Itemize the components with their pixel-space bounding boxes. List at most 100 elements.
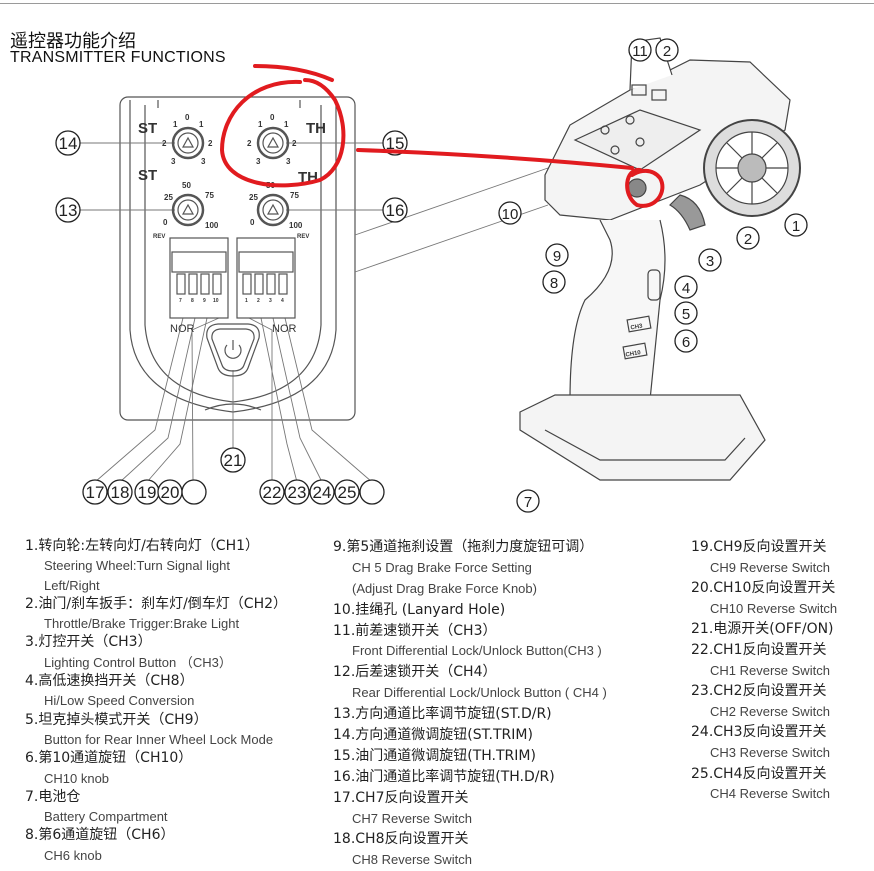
svg-text:CH3: CH3: [630, 323, 644, 331]
dip-switch-left[interactable]: [169, 237, 229, 319]
callout-16: 16: [382, 197, 408, 223]
legend-item-description: CH4 Reverse Switch: [710, 786, 830, 802]
svg-text:11: 11: [632, 43, 648, 60]
callout-13: 13: [55, 197, 81, 223]
svg-text:0: 0: [163, 218, 168, 227]
svg-text:75: 75: [290, 191, 299, 200]
callout-8: 8: [542, 270, 566, 294]
svg-text:9: 9: [203, 298, 206, 304]
th-trim-knob[interactable]: [256, 126, 290, 160]
svg-text:8: 8: [191, 298, 194, 304]
svg-text:75: 75: [205, 191, 214, 200]
st-dr-knob[interactable]: [171, 193, 205, 227]
legend-item: 6.第10通道旋钮（CH10）CH10 knob: [25, 749, 325, 788]
st-trim-knob[interactable]: [171, 126, 205, 160]
svg-text:21: 21: [224, 451, 243, 470]
legend-column-3: 19.CH9反向设置开关 CH9 Reverse Switch 20.CH10反向设…: [691, 537, 874, 805]
callout-20: 20: [157, 479, 183, 505]
legend-item-title: 13.方向通道比率调节旋钮(ST.D/R): [333, 706, 552, 723]
legend-item-description: Battery Compartment: [44, 809, 168, 825]
legend-item-title: 20.CH10反向设置开关: [691, 580, 836, 597]
svg-text:23: 23: [288, 483, 307, 502]
svg-text:8: 8: [550, 275, 558, 292]
svg-text:22: 22: [263, 483, 282, 502]
legend-item-title: 2.油门/刹车扳手：刹车灯/倒车灯（CH2）: [25, 595, 288, 612]
legend-item-title: 18.CH8反向设置开关: [333, 831, 469, 848]
svg-text:19: 19: [138, 483, 157, 502]
legend-item-title: 4.高低速换挡开关（CH8）: [25, 673, 194, 690]
svg-text:5: 5: [682, 306, 690, 323]
svg-text:3: 3: [286, 157, 291, 166]
svg-text:6: 6: [682, 334, 690, 351]
svg-text:TH: TH: [306, 120, 326, 137]
legend-item-title: 21.电源开关(OFF/ON): [691, 621, 834, 638]
callout-21: 21: [220, 447, 246, 473]
svg-text:REV: REV: [153, 234, 165, 240]
callouts: 14 13 15 16 21 17 18 19 20 22 23 24 25 1…: [55, 38, 808, 513]
legend-item: 2.油门/刹车扳手：刹车灯/倒车灯（CH2）Throttle/Brake Tri…: [25, 595, 325, 634]
callout-18: 18: [107, 479, 133, 505]
legend-item-title: 17.CH7反向设置开关: [333, 789, 469, 806]
callout-22: 22: [259, 479, 285, 505]
legend-item-description: Lighting Control Button （CH3）: [44, 654, 232, 670]
svg-text:7: 7: [179, 298, 182, 304]
svg-text:CH10: CH10: [625, 350, 642, 359]
svg-text:1: 1: [245, 298, 248, 304]
svg-text:9: 9: [553, 248, 561, 265]
legend-item: 14.方向通道微调旋钮(ST.TRIM): [333, 725, 678, 746]
legend-item-description: CH2 Reverse Switch: [710, 703, 830, 719]
svg-text:REV: REV: [297, 234, 309, 240]
th-dr-knob[interactable]: [256, 193, 290, 227]
legend-item-title: 7.电池仓: [25, 788, 81, 805]
legend-item-title: 3.灯控开关（CH3）: [25, 634, 152, 651]
svg-text:1: 1: [199, 120, 204, 129]
legend-item-description: Left/Right: [44, 577, 100, 593]
dip-switch-right[interactable]: [236, 237, 296, 319]
svg-text:NOR: NOR: [170, 323, 195, 335]
legend-item: 11.前差速锁开关（CH3）Front Differential Lock/Un…: [333, 621, 678, 663]
callout-23: 23: [284, 479, 310, 505]
callout-1: 1: [784, 213, 808, 237]
legend-item-title: 1.转向轮:左转向灯/右转向灯（CH1）: [25, 538, 260, 554]
svg-text:3: 3: [201, 157, 206, 166]
legend-item-title: 15.油门通道微调旋钮(TH.TRIM): [333, 747, 536, 764]
legend-item-description: CH10 knob: [44, 770, 110, 786]
svg-text:2: 2: [208, 139, 213, 148]
legend-item-title: 14.方向通道微调旋钮(ST.TRIM): [333, 727, 533, 744]
legend-item-description: CH 5 Drag Brake Force Setting: [352, 559, 532, 575]
svg-text:2: 2: [162, 139, 167, 148]
legend-item-description: CH9 Reverse Switch: [710, 559, 830, 575]
legend-item: 3.灯控开关（CH3） Lighting Control Button （CH3）: [25, 633, 325, 672]
callout-4: 4: [674, 275, 698, 299]
steering-wheel[interactable]: [703, 119, 801, 217]
svg-text:3: 3: [171, 157, 176, 166]
callout-2-top: 2: [655, 38, 679, 62]
power-button[interactable]: [206, 323, 260, 377]
svg-text:0: 0: [185, 113, 190, 122]
legend-item-description: Front Differential Lock/Unlock Button(CH…: [352, 643, 602, 659]
svg-text:1: 1: [792, 218, 800, 235]
legend-item-title: 12.后差速锁开关（CH4）: [333, 664, 497, 681]
legend-item: 16.油门通道比率调节旋钮(TH.D/R): [333, 767, 678, 788]
legend-item: 13.方向通道比率调节旋钮(ST.D/R): [333, 704, 678, 725]
legend-item-title: 19.CH9反向设置开关: [691, 539, 827, 555]
svg-text:3: 3: [706, 253, 714, 270]
svg-text:1: 1: [258, 120, 263, 129]
legend-item: 10.挂绳孔 (Lanyard Hole): [333, 600, 678, 621]
callout-2: 2: [736, 226, 760, 250]
svg-text:10: 10: [213, 298, 219, 304]
svg-text:7: 7: [524, 494, 532, 511]
throttle-trigger: [669, 194, 706, 231]
svg-text:1: 1: [284, 120, 289, 129]
title-english: TRANSMITTER FUNCTIONS: [10, 49, 226, 66]
title-chinese: 遥控器功能介绍: [10, 31, 136, 52]
callout-7: 7: [516, 489, 540, 513]
legend-item-title: 9.第5通道拖刹设置（拖刹力度旋钮可调）: [333, 539, 594, 555]
legend-item-title: 10.挂绳孔 (Lanyard Hole): [333, 601, 506, 618]
svg-text:0: 0: [250, 218, 255, 227]
svg-text:15: 15: [386, 134, 405, 153]
legend-column-1: 1.转向轮:左转向灯/右转向灯（CH1）Steering Wheel:Turn …: [25, 537, 325, 865]
